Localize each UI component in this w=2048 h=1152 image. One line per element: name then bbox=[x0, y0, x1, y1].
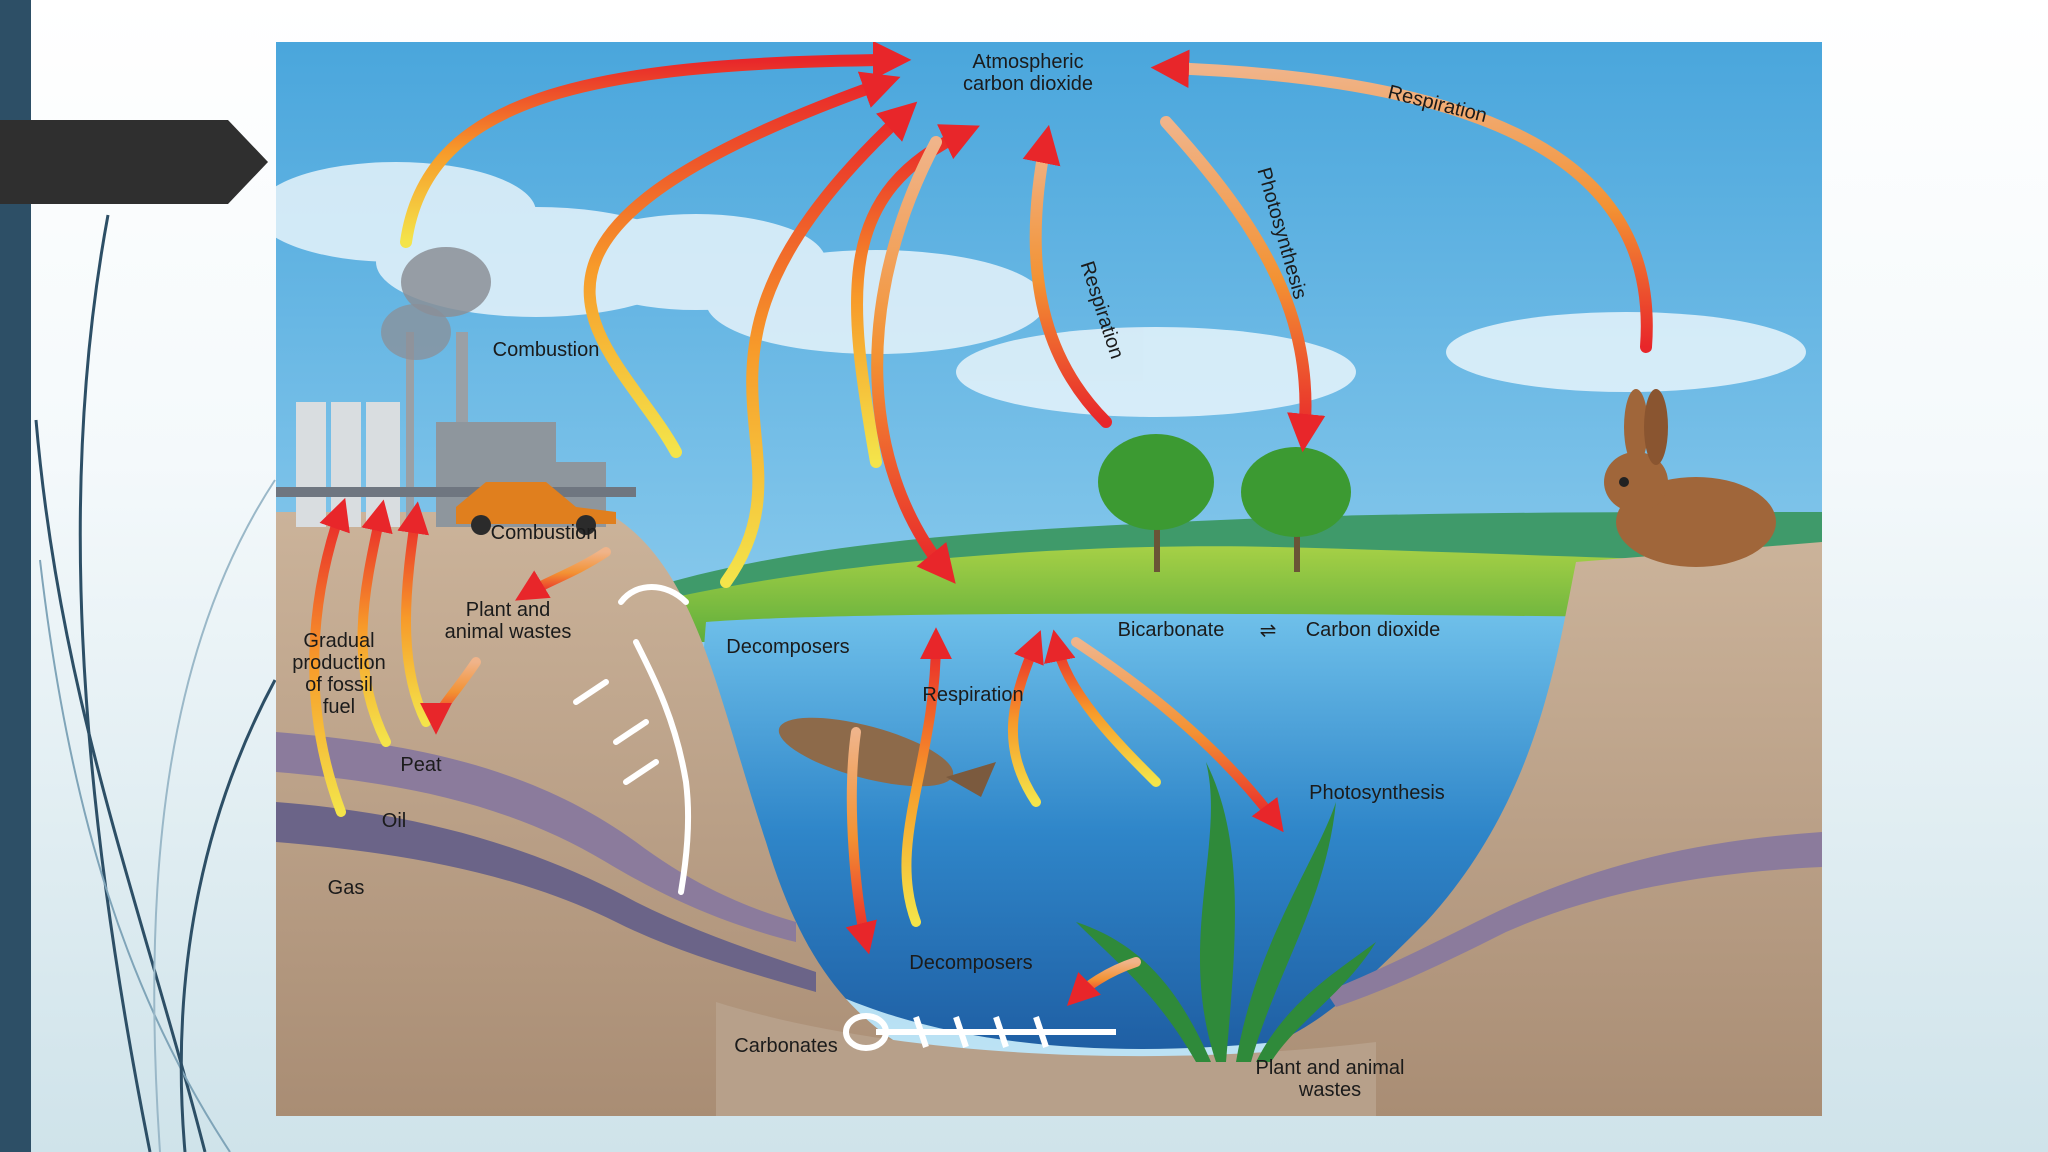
label-plant-animal-wastes-line2: animal wastes bbox=[445, 621, 572, 643]
label-gas: Gas bbox=[328, 877, 365, 899]
rabbit-illustration bbox=[1604, 389, 1776, 567]
label-decomposers-water: Decomposers bbox=[909, 952, 1032, 974]
label-equilibrium: ⇌ bbox=[1260, 620, 1277, 642]
fish-illustration bbox=[778, 717, 996, 797]
label-combustion-car: Combustion bbox=[491, 522, 598, 544]
label-photosynthesis-water: Photosynthesis bbox=[1309, 782, 1445, 804]
seaweed-illustration bbox=[1076, 762, 1376, 1062]
label-respiration-water: Respiration bbox=[922, 684, 1023, 706]
label-carbon-dioxide-water: Carbon dioxide bbox=[1306, 619, 1441, 641]
car-illustration bbox=[456, 482, 616, 535]
label-gradual-line1: Gradual bbox=[303, 630, 374, 652]
label-oil: Oil bbox=[382, 810, 406, 832]
label-plant-animal-wastes-bottom-line2: wastes bbox=[1298, 1079, 1361, 1101]
trees bbox=[1098, 434, 1351, 572]
fossil-skeleton-illustration bbox=[573, 584, 692, 895]
label-gradual-line2: production bbox=[292, 652, 385, 674]
label-gradual-line3: of fossil bbox=[305, 674, 373, 696]
label-bicarbonate: Bicarbonate bbox=[1118, 619, 1225, 641]
decorative-curves bbox=[34, 214, 277, 1152]
label-plant-animal-wastes-bottom-line1: Plant and animal bbox=[1256, 1057, 1405, 1079]
label-atmospheric-line2: carbon dioxide bbox=[963, 73, 1093, 95]
label-carbonates: Carbonates bbox=[734, 1035, 837, 1057]
label-combustion-factory: Combustion bbox=[493, 339, 600, 361]
label-peat: Peat bbox=[400, 754, 442, 776]
label-decomposers-land: Decomposers bbox=[726, 636, 849, 658]
fish-skeleton-illustration bbox=[843, 1013, 1116, 1051]
carbon-cycle-diagram: Atmospheric carbon dioxide Respiration P… bbox=[276, 42, 1822, 1116]
label-gradual-line4: fuel bbox=[323, 696, 355, 718]
label-plant-animal-wastes-line1: Plant and bbox=[466, 599, 551, 621]
label-atmospheric-line1: Atmospheric bbox=[972, 51, 1083, 73]
title-arrow-tab bbox=[0, 120, 268, 204]
flow-arrows bbox=[309, 42, 1653, 1007]
